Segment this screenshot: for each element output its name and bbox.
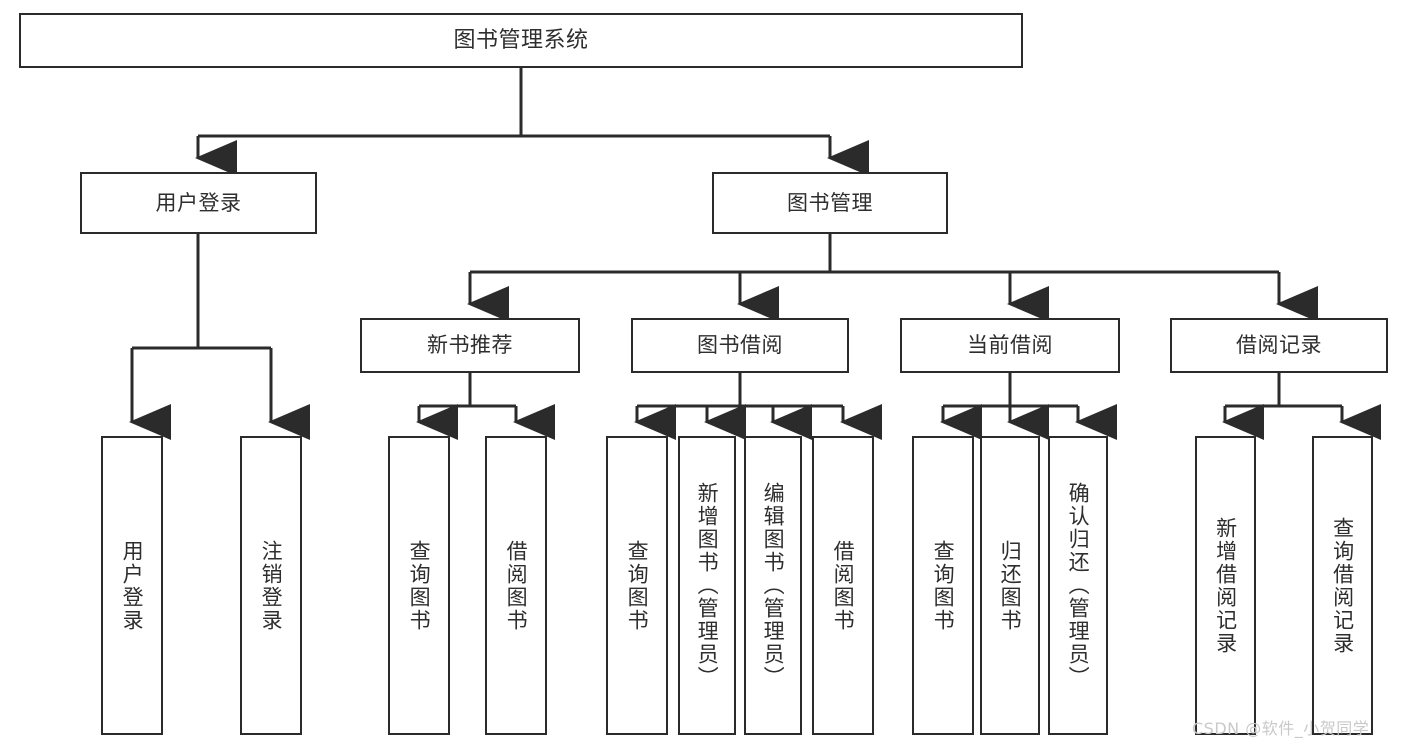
node-leaf-user-login[interactable]: 用户登录 [101,436,163,735]
node-leaf-borrow-query[interactable]: 查询图书 [606,436,668,735]
node-leaf-rec-borrow[interactable]: 借阅图书 [485,436,547,735]
node-leaf-cur-query[interactable]: 查询图书 [912,436,974,735]
node-book-borrow[interactable]: 图书借阅 [631,318,849,373]
node-leaf-rec-search[interactable]: 查询借阅记录 [1312,436,1373,735]
node-leaf-rec-add-label: 新增借阅记录 [1213,516,1238,655]
node-leaf-borrow-edit-label: 编辑图书（管理员） [761,482,786,689]
node-root[interactable]: 图书管理系统 [19,13,1023,68]
node-leaf-user-login-label: 用户登录 [120,539,145,632]
node-leaf-cur-confirm-label: 确认归还（管理员） [1066,482,1091,689]
node-new-book-rec-label: 新书推荐 [427,333,513,358]
node-leaf-rec-search-label: 查询借阅记录 [1330,516,1355,655]
node-leaf-user-logout[interactable]: 注销登录 [240,436,302,735]
node-book-borrow-label: 图书借阅 [697,333,783,358]
node-leaf-borrow-add-label: 新增图书（管理员） [695,482,720,689]
node-leaf-cur-confirm[interactable]: 确认归还（管理员） [1048,436,1108,735]
node-leaf-rec-borrow-label: 借阅图书 [504,539,529,632]
node-leaf-borrow-edit[interactable]: 编辑图书（管理员） [744,436,802,735]
node-user-login[interactable]: 用户登录 [80,172,317,234]
node-book-manage[interactable]: 图书管理 [712,172,948,234]
node-leaf-borrow-add[interactable]: 新增图书（管理员） [678,436,736,735]
node-leaf-rec-add[interactable]: 新增借阅记录 [1195,436,1256,735]
node-leaf-borrow-lend-label: 借阅图书 [831,539,856,632]
node-user-login-label: 用户登录 [155,190,242,215]
node-leaf-user-logout-label: 注销登录 [259,539,284,632]
node-borrow-record[interactable]: 借阅记录 [1170,318,1388,373]
node-leaf-cur-return-label: 归还图书 [998,539,1023,632]
node-leaf-borrow-query-label: 查询图书 [625,539,650,632]
node-book-manage-label: 图书管理 [787,190,873,215]
node-leaf-cur-query-label: 查询图书 [931,539,956,632]
node-root-label: 图书管理系统 [453,27,589,53]
node-leaf-rec-query-label: 查询图书 [407,539,432,632]
csdn-watermark: CSDN @软件_小贺同学 [1192,719,1370,738]
node-borrow-record-label: 借阅记录 [1236,333,1322,358]
node-leaf-cur-return[interactable]: 归还图书 [980,436,1040,735]
node-leaf-borrow-lend[interactable]: 借阅图书 [812,436,874,735]
node-current-borrow[interactable]: 当前借阅 [900,318,1120,373]
node-current-borrow-label: 当前借阅 [967,333,1053,358]
node-leaf-rec-query[interactable]: 查询图书 [388,436,450,735]
node-new-book-rec[interactable]: 新书推荐 [360,318,580,373]
